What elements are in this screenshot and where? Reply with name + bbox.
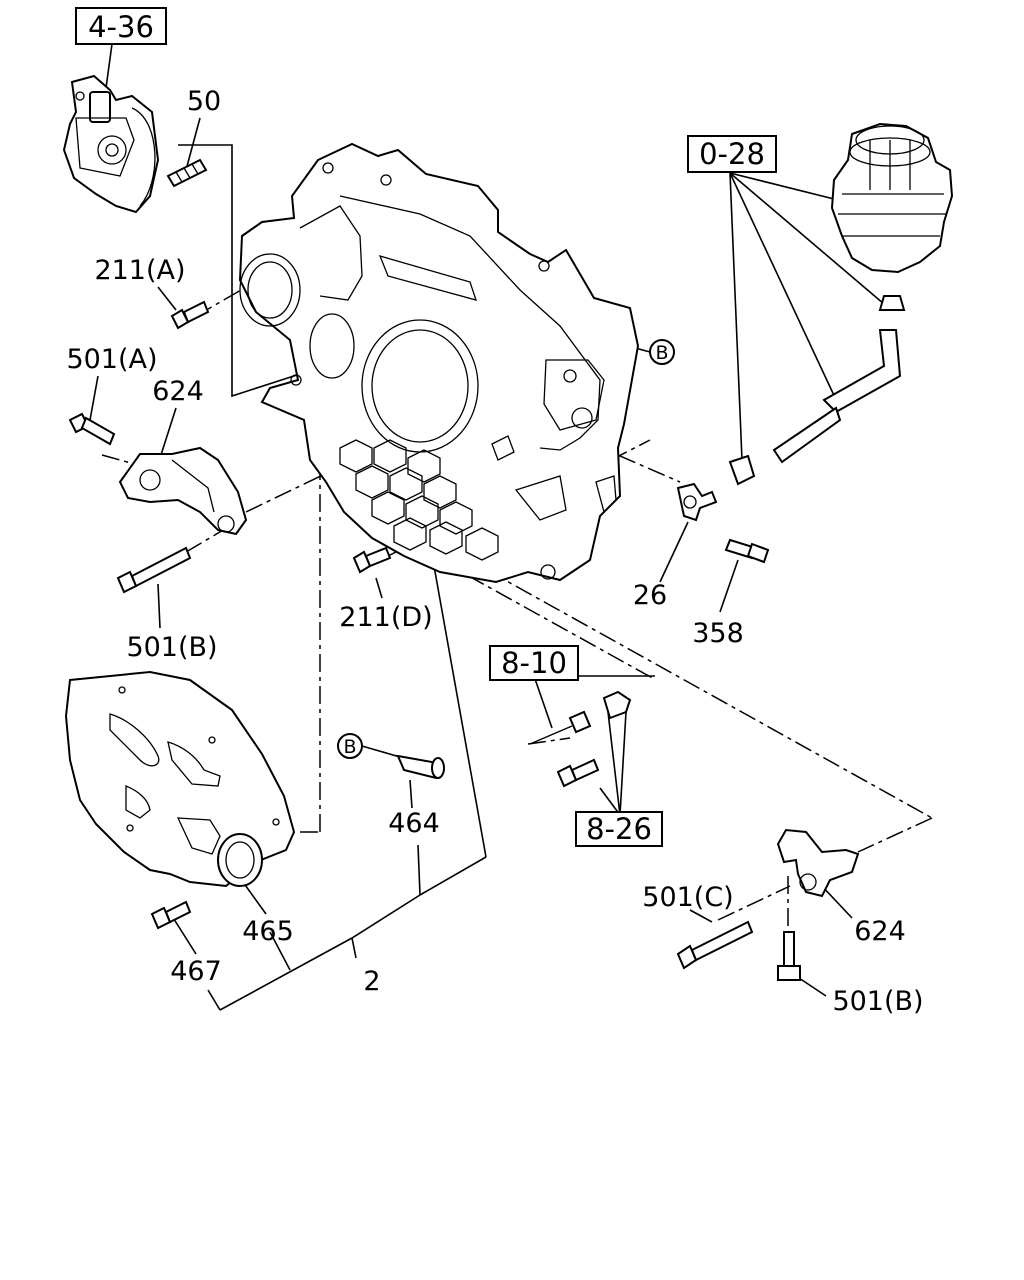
sensor-harness bbox=[529, 690, 632, 745]
sensor-26 bbox=[676, 482, 718, 522]
callout-624-left: 624 bbox=[152, 376, 204, 407]
bolt-8-26 bbox=[556, 758, 600, 788]
callout-464: 464 bbox=[388, 808, 440, 839]
air-separator-assembly bbox=[728, 122, 954, 486]
circled-ref-b-lower-label: B bbox=[343, 736, 356, 758]
callout-50: 50 bbox=[187, 86, 221, 117]
callout-501b-right: 501(B) bbox=[832, 986, 923, 1017]
callout-2: 2 bbox=[363, 966, 380, 997]
callout-211a: 211(A) bbox=[94, 255, 185, 286]
bracket-624-left bbox=[118, 446, 248, 536]
callout-211d: 211(D) bbox=[339, 602, 432, 633]
callout-501b-left: 501(B) bbox=[126, 632, 217, 663]
bolt-501b-left bbox=[116, 546, 192, 594]
ref-box-8-10: 8-10 bbox=[489, 645, 579, 681]
bolt-358 bbox=[724, 538, 770, 564]
bracket-624-right bbox=[776, 828, 860, 898]
honeycomb-ribs bbox=[339, 439, 499, 561]
circled-ref-b-lower: B bbox=[337, 733, 363, 759]
ref-box-8-26: 8-26 bbox=[575, 811, 663, 847]
bolt-501c bbox=[676, 920, 754, 970]
ref-box-0-28: 0-28 bbox=[687, 135, 777, 173]
callout-501a: 501(A) bbox=[66, 344, 157, 375]
bolt-467 bbox=[150, 900, 192, 930]
callout-467: 467 bbox=[170, 956, 222, 987]
cover-plate bbox=[64, 670, 296, 888]
bolt-211d bbox=[352, 546, 392, 574]
circled-ref-b-upper: B bbox=[649, 339, 675, 365]
pin-464 bbox=[396, 754, 445, 780]
callout-26: 26 bbox=[633, 580, 667, 611]
bolt-501b-right bbox=[777, 931, 801, 981]
ref-label-8-10: 8-10 bbox=[501, 646, 567, 680]
callout-465: 465 bbox=[242, 916, 294, 947]
circled-ref-b-upper-label: B bbox=[655, 342, 668, 364]
ref-label-4-36: 4-36 bbox=[88, 10, 154, 44]
callout-labels: 50 211(A) 501(A) 624 501(B) 211(D) 26 35… bbox=[66, 86, 923, 1017]
bolt-501a bbox=[68, 412, 116, 446]
callout-358: 358 bbox=[692, 618, 744, 649]
bolt-50 bbox=[166, 158, 208, 188]
ref-label-0-28: 0-28 bbox=[699, 137, 765, 171]
ref-label-8-26: 8-26 bbox=[586, 812, 652, 846]
bolt-211a bbox=[170, 300, 210, 330]
pump-assembly bbox=[62, 74, 160, 214]
flywheel-housing bbox=[238, 142, 640, 584]
callout-501c: 501(C) bbox=[642, 882, 733, 913]
callout-624-right: 624 bbox=[854, 916, 906, 947]
ref-box-4-36: 4-36 bbox=[75, 7, 167, 45]
